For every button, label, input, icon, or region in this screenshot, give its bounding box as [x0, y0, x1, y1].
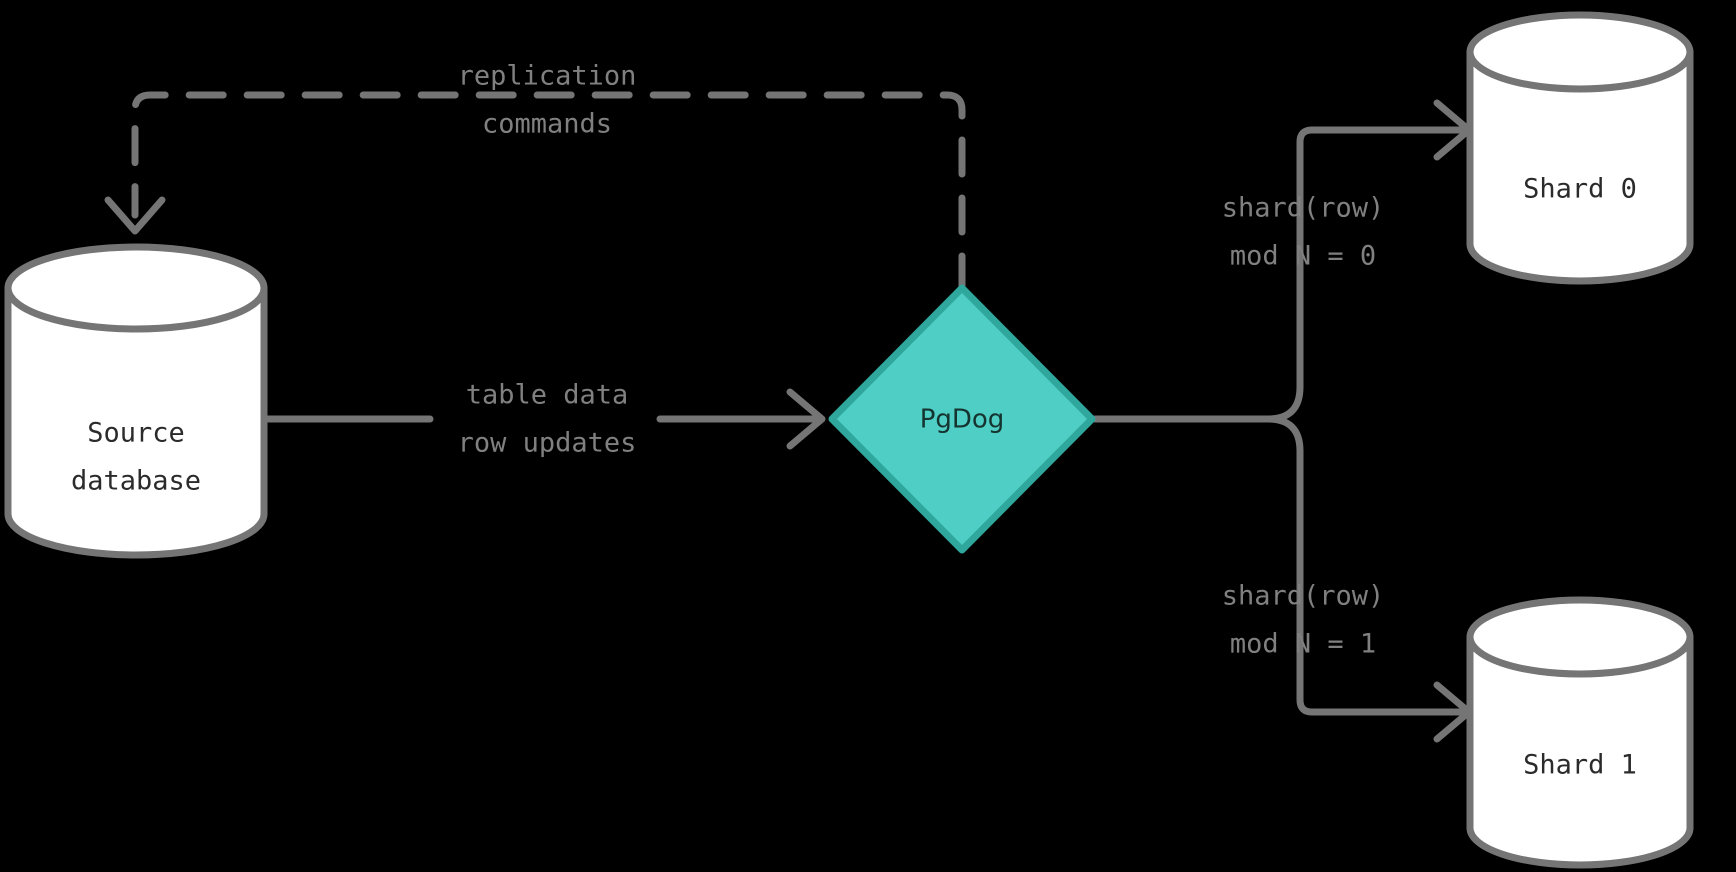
- edge-label-shard-1-route: shard(row) mod N = 1: [1222, 581, 1385, 660]
- source-database-cylinder-body: [4, 284, 268, 559]
- edge-label-shard-0-route: shard(row) mod N = 0: [1222, 193, 1385, 272]
- replication-commands-label-line1: replication: [458, 61, 637, 92]
- pgdog-label: PgDog: [920, 405, 1005, 435]
- shard-0-cylinder-body: [1466, 48, 1694, 285]
- table-data-label-line1: table data: [466, 380, 629, 411]
- shard-1-cylinder-top: [1466, 596, 1694, 678]
- shard-0-cylinder-top: [1466, 11, 1694, 93]
- pgdog-diamond: [828, 284, 1096, 554]
- replication-commands-arrowhead: [104, 196, 166, 235]
- shard-1-label: Shard 1: [1523, 750, 1637, 781]
- edge-label-table-data: table data row updates: [458, 380, 637, 459]
- edge-label-replication-commands: replication commands: [458, 61, 637, 140]
- shard-1-route-path: [1264, 415, 1469, 716]
- shard-1-cylinder-body: [1466, 633, 1694, 869]
- shard-0-route-path: [1264, 126, 1469, 423]
- shard-1-route-label-line2: mod N = 1: [1230, 629, 1376, 660]
- table-data-label-line2: row updates: [458, 428, 637, 459]
- node-source-database[interactable]: Source database: [4, 243, 268, 559]
- source-database-label-line1: Source: [87, 418, 185, 449]
- node-pgdog[interactable]: PgDog: [828, 284, 1096, 554]
- node-shard-0[interactable]: Shard 0: [1466, 11, 1694, 285]
- edge-shard-routing: [1091, 99, 1473, 743]
- table-data-arrowhead: [786, 388, 826, 450]
- shard-0-route-label-line2: mod N = 0: [1230, 241, 1376, 272]
- source-database-label-line2: database: [71, 466, 201, 497]
- replication-commands-label-line2: commands: [482, 109, 612, 140]
- shard-1-route-label-line1: shard(row): [1222, 581, 1385, 612]
- replication-commands-path: [131, 91, 966, 294]
- source-database-cylinder-top: [4, 243, 268, 333]
- node-shard-1[interactable]: Shard 1: [1466, 596, 1694, 869]
- edge-replication-commands: [104, 91, 966, 294]
- edge-table-data: [264, 388, 826, 450]
- shard-0-label: Shard 0: [1523, 174, 1637, 205]
- shard-0-route-label-line1: shard(row): [1222, 193, 1385, 224]
